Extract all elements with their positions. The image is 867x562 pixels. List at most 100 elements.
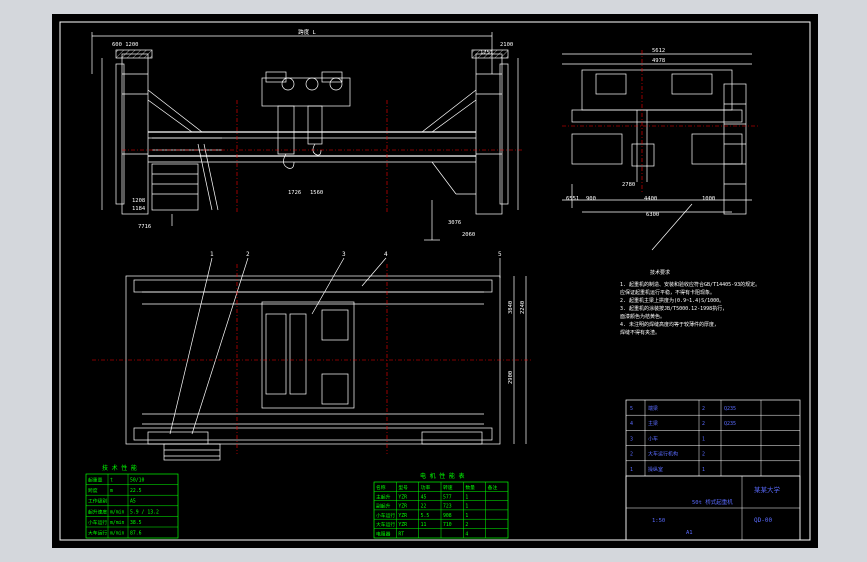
spec-cell: m/min: [110, 531, 125, 537]
title-drawing-name: 50t 桥式起重机: [692, 498, 733, 506]
motor-cell: 1: [465, 504, 468, 510]
item-cell: Q235: [724, 406, 736, 412]
note-line-3: 3. 起重机的涂装按JB/T5000.12-1998执行，: [620, 305, 727, 312]
item-cell: 主梁: [648, 420, 658, 427]
title-drawing-no: QD-00: [754, 517, 772, 524]
leader-1: [169, 257, 213, 435]
note-line-5: 4. 未注明的焊缝高度均等于较薄件的厚度，: [620, 321, 719, 328]
note-line-2: 2. 起重机主梁上拱度为(0.9~1.4)S/1000。: [620, 297, 724, 304]
motor-header-cell: 名称: [376, 484, 386, 491]
item-cell: 端梁: [648, 405, 658, 412]
trolley-frame: [261, 77, 351, 107]
centerlines-side: [562, 50, 758, 194]
centerlines-plan: [92, 264, 532, 454]
spec-cell: 起重量: [88, 477, 103, 484]
item-cell: 1: [702, 436, 705, 442]
dim-plan-right3: 2900: [508, 371, 514, 384]
dim-left-low2: 1184: [132, 206, 146, 212]
item-cell: 1: [702, 467, 705, 473]
motor-cell: 小车运行: [376, 512, 395, 519]
motor-cell: 22: [421, 504, 427, 510]
motor-cell: YZR: [398, 504, 407, 510]
dim-mid-bottom: 1560: [310, 190, 323, 196]
left-end-truck: [121, 53, 149, 215]
dim-bottom-left: 7716: [138, 224, 151, 230]
leader-3: [311, 257, 345, 315]
item-cell: 2: [630, 452, 633, 458]
plan-trolley: [261, 301, 355, 409]
item-cell: 大车运行机构: [648, 451, 678, 458]
motor-cell: 1: [465, 494, 468, 500]
motor-cell: 2: [465, 522, 468, 528]
plan-girder-bottom: [133, 427, 493, 441]
dim-right-top: 2100: [500, 42, 513, 48]
item-cell: Q235: [724, 421, 736, 427]
balloon-2: 2: [246, 251, 250, 258]
balloon-4: 4: [384, 251, 388, 258]
dim-right-bottom: 3076: [448, 220, 461, 226]
spec-cell: 5.9 / 13.2: [130, 509, 159, 515]
motor-table-title: 电 机 性 能 表: [420, 472, 464, 480]
title-school: 某某大学: [754, 485, 781, 494]
item-cell: 5: [630, 406, 633, 412]
side-ladder: [723, 83, 747, 215]
note-line-6: 焊缝不得有夹渣。: [620, 329, 660, 336]
item-cell: 3: [630, 436, 633, 442]
motor-header-cell: 数量: [465, 484, 475, 491]
motor-header-cell: 转速: [443, 484, 453, 491]
dim-plan-right1: 3840: [508, 301, 514, 314]
dim-side-bottom2: 4400: [644, 196, 657, 202]
motor-cell: 大车运行: [376, 521, 395, 528]
item-cell: 4: [630, 421, 633, 427]
spec-cell: t: [110, 478, 113, 484]
plan-dimension-texts: 3840 2240 2900: [508, 301, 526, 384]
front-dimension-texts: 跨度 L 600 1200 2100 1251 7716 1560 1726 3…: [112, 28, 513, 238]
centerlines-front: [122, 100, 522, 214]
dim-side-left-bottom: 6551: [566, 196, 579, 202]
spec-cell: m: [110, 489, 113, 494]
motor-cell: RT: [398, 532, 404, 538]
item-cell: 2: [702, 452, 705, 458]
motor-cell: 45: [421, 494, 427, 500]
plan-cab: [163, 443, 221, 461]
dim-plan-right2: 2240: [520, 301, 526, 314]
side-view: [562, 53, 752, 251]
spec-cell: 小车运行: [88, 519, 107, 526]
spec-cell: 跨度: [88, 487, 98, 494]
spec-cell: m/min: [110, 520, 125, 526]
motor-header-cell: 备注: [488, 484, 498, 491]
spec-cell: 大车运行: [88, 530, 107, 537]
dim-side-right-bottom: 1000: [702, 196, 715, 202]
technical-notes: 技术要求 1. 起重机的制造、安装和验收应符合GB/T14405-93的规定。 …: [620, 269, 760, 336]
balloon-1: 1: [210, 251, 214, 258]
leader-2: [191, 257, 249, 435]
spec-cell: 38.5: [130, 520, 142, 526]
motor-cell: 908: [443, 513, 452, 519]
motor-cell: 1: [465, 513, 468, 519]
motor-cell: 11: [421, 522, 427, 528]
motor-cell: 577: [443, 494, 452, 500]
spec-cell: 工作级别: [88, 498, 107, 505]
cad-canvas[interactable]: 跨度 L 600 1200 2100 1251 7716 1560 1726 3…: [52, 14, 818, 548]
item-cell: 2: [702, 421, 705, 427]
motor-cell: 710: [443, 522, 452, 528]
motor-cell: YZR: [398, 494, 407, 500]
spec-table-title: 技 术 性 能: [102, 464, 137, 472]
motor-cell: 5.5: [421, 513, 430, 519]
title-scale: 1:50: [652, 518, 665, 524]
dim-mid-bottom2: 1726: [288, 190, 301, 196]
spec-cell: m/min: [110, 509, 125, 515]
dim-side-top1: 5612: [652, 48, 665, 54]
dim-side-left-bottom2: 900: [586, 196, 596, 202]
item-cell: 1: [630, 467, 633, 473]
motor-cell: YZR: [398, 513, 407, 519]
leader-4: [361, 257, 387, 287]
note-line-1: 应保证起重机运行平稳，不得有卡阻现象。: [620, 289, 715, 296]
motor-cell: YZR: [398, 522, 407, 528]
spec-cell: A5: [130, 499, 136, 505]
note-line-0: 1. 起重机的制造、安装和验收应符合GB/T14405-93的规定。: [620, 281, 760, 288]
front-elevation: [91, 32, 519, 241]
